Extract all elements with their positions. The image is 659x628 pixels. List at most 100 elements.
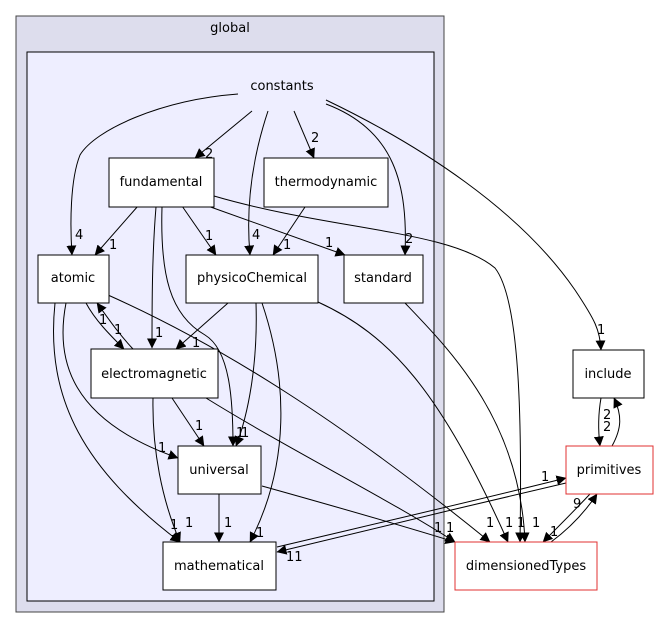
edge-universal-dimensionedtypes[interactable] xyxy=(261,485,456,544)
node-dimensionedtypes-label: dimensionedTypes xyxy=(466,559,586,574)
node-electromagnetic[interactable]: electromagnetic xyxy=(90,348,219,399)
edge-labels: 4 2 4 2 2 1 1 1 1 1 1 1 1 1 1 1 1 1 1 1 … xyxy=(75,131,611,565)
edge-fundamental-standard[interactable] xyxy=(204,204,346,257)
edge-constants-physicochemical[interactable] xyxy=(244,110,269,256)
edge-dimensionedtypes-primitives[interactable] xyxy=(550,493,598,543)
edge-label-constants-physicochemical: 4 xyxy=(252,228,260,243)
edge-label-fundamental-electromagnetic: 1 xyxy=(155,326,163,341)
edge-label-physicochemical-electromagnetic: 1 xyxy=(192,336,200,351)
node-standard-box xyxy=(343,254,424,304)
node-universal-label: universal xyxy=(189,463,248,478)
node-mathematical[interactable]: mathematical xyxy=(162,541,277,591)
edge-label-constants-fundamental: 2 xyxy=(205,147,213,162)
edge-atomic-dimensionedtypes[interactable] xyxy=(107,294,491,543)
edge-standard-dimensionedtypes[interactable] xyxy=(404,302,530,543)
edge-label-dimensionedtypes-primitives: 9 xyxy=(573,497,581,512)
cluster-constants-box xyxy=(26,51,435,602)
edge-fundamental-universal[interactable] xyxy=(161,206,238,447)
edge-label-constants-atomic: 4 xyxy=(75,228,83,243)
node-physicochemical[interactable]: physicoChemical xyxy=(185,254,319,304)
edge-label-fundamental-universal: 1 xyxy=(236,426,244,441)
edge-electromagnetic-atomic[interactable] xyxy=(96,302,134,350)
edge-label-electromagnetic-dimensionedtypes: 1 xyxy=(434,521,442,536)
node-thermodynamic-label: thermodynamic xyxy=(275,175,378,190)
edge-primitives-include[interactable] xyxy=(611,397,623,447)
edge-label-universal-mathematical: 1 xyxy=(224,516,232,531)
edge-primitives-dimensionedtypes[interactable] xyxy=(542,493,591,543)
edge-label-atomic-electromagnetic: 1 xyxy=(114,323,122,338)
edge-include-primitives[interactable] xyxy=(593,397,604,447)
node-electromagnetic-label: electromagnetic xyxy=(101,367,207,382)
node-physicochemical-box xyxy=(185,254,319,304)
node-fundamental-label: fundamental xyxy=(120,175,203,190)
node-standard-label: standard xyxy=(354,271,412,286)
node-atomic-label: atomic xyxy=(51,271,95,286)
edge-electromagnetic-mathematical[interactable] xyxy=(152,397,181,543)
edge-label-electromagnetic-universal: 1 xyxy=(195,419,203,434)
cluster-constants-label: constants xyxy=(250,79,314,94)
edge-constants-fundamental[interactable] xyxy=(194,110,253,159)
node-mathematical-box xyxy=(162,541,277,591)
edge-label-fundamental-dimensionedtypes: 1 xyxy=(517,516,525,531)
edge-label-atomic-universal: 1 xyxy=(158,441,166,456)
edge-constants-standard[interactable] xyxy=(325,103,411,256)
edge-label-standard-dimensionedtypes: 1 xyxy=(532,516,540,531)
node-fundamental[interactable]: fundamental xyxy=(108,157,215,208)
edge-label-atomic-dimensionedtypes: 1 xyxy=(486,516,494,531)
edge-constants-include[interactable] xyxy=(325,99,606,351)
node-primitives[interactable]: primitives xyxy=(565,445,654,495)
edge-fundamental-physicochemical[interactable] xyxy=(181,205,217,256)
nodes: fundamental thermodynamic atomic physico… xyxy=(37,157,654,591)
node-dimensionedtypes[interactable]: dimensionedTypes xyxy=(454,541,598,591)
edge-atomic-electromagnetic[interactable] xyxy=(85,302,125,350)
edges xyxy=(53,93,623,555)
edge-label-primitives-include: 2 xyxy=(603,408,611,423)
edge-primitives-mathematical[interactable] xyxy=(276,482,567,555)
edge-label-primitives-mathematical: 11 xyxy=(286,550,303,565)
edge-label-mathematical-primitives: 1 xyxy=(541,470,549,485)
edge-atomic-universal[interactable] xyxy=(62,302,179,460)
edge-physicochemical-electromagnetic[interactable] xyxy=(175,302,229,350)
node-constants[interactable]: constants xyxy=(250,79,314,94)
edge-label-constants-include: 1 xyxy=(597,323,605,338)
node-universal[interactable]: universal xyxy=(177,445,262,495)
edge-physicochemical-universal[interactable] xyxy=(234,302,257,447)
edge-physicochemical-dimensionedtypes[interactable] xyxy=(317,301,509,543)
edge-label-constants-standard: 2 xyxy=(405,232,413,247)
edge-constants-thermodynamic[interactable] xyxy=(293,110,315,159)
node-include[interactable]: include xyxy=(572,349,645,399)
edge-label-electromagnetic-atomic: 1 xyxy=(99,313,107,328)
edge-label-universal-dimensionedtypes: 1 xyxy=(446,521,454,536)
edge-label-constants-thermodynamic: 2 xyxy=(311,131,319,146)
edge-label-fundamental-standard: 1 xyxy=(325,236,333,251)
cluster-global-label: global xyxy=(210,21,250,36)
edge-electromagnetic-universal[interactable] xyxy=(171,397,205,447)
node-atomic-box xyxy=(37,254,110,304)
edge-atomic-mathematical[interactable] xyxy=(53,302,181,543)
edge-label-electromagnetic-mathematical: 1 xyxy=(185,516,193,531)
edge-physicochemical-mathematical[interactable] xyxy=(249,302,282,543)
edge-label-physicochemical-mathematical: 1 xyxy=(256,526,264,541)
node-physicochemical-label: physicoChemical xyxy=(197,271,307,286)
node-atomic[interactable]: atomic xyxy=(37,254,110,304)
node-thermodynamic[interactable]: thermodynamic xyxy=(263,157,389,208)
edge-thermodynamic-physicochemical[interactable] xyxy=(272,206,306,256)
edge-fundamental-electromagnetic[interactable] xyxy=(147,206,158,349)
node-include-box xyxy=(572,349,645,399)
node-standard[interactable]: standard xyxy=(343,254,424,304)
edge-label-fundamental-atomic: 1 xyxy=(109,238,117,253)
edge-electromagnetic-dimensionedtypes[interactable] xyxy=(205,397,456,543)
edge-fundamental-atomic[interactable] xyxy=(94,205,139,256)
edge-label-thermodynamic-physicochemical: 1 xyxy=(283,238,291,253)
edge-fundamental-dimensionedtypes[interactable] xyxy=(213,195,526,543)
node-thermodynamic-box xyxy=(263,157,389,208)
node-dimensionedtypes-box xyxy=(454,541,598,591)
edge-label-fundamental-physicochemical: 1 xyxy=(205,229,213,244)
edge-mathematical-primitives[interactable] xyxy=(276,475,567,548)
edge-label-primitives-dimensionedtypes: 1 xyxy=(550,525,558,540)
edge-constants-atomic[interactable] xyxy=(66,93,239,256)
edge-label-physicochemical-dimensionedtypes: 1 xyxy=(505,516,513,531)
node-universal-box xyxy=(177,445,262,495)
edge-label-include-primitives: 2 xyxy=(603,420,611,435)
